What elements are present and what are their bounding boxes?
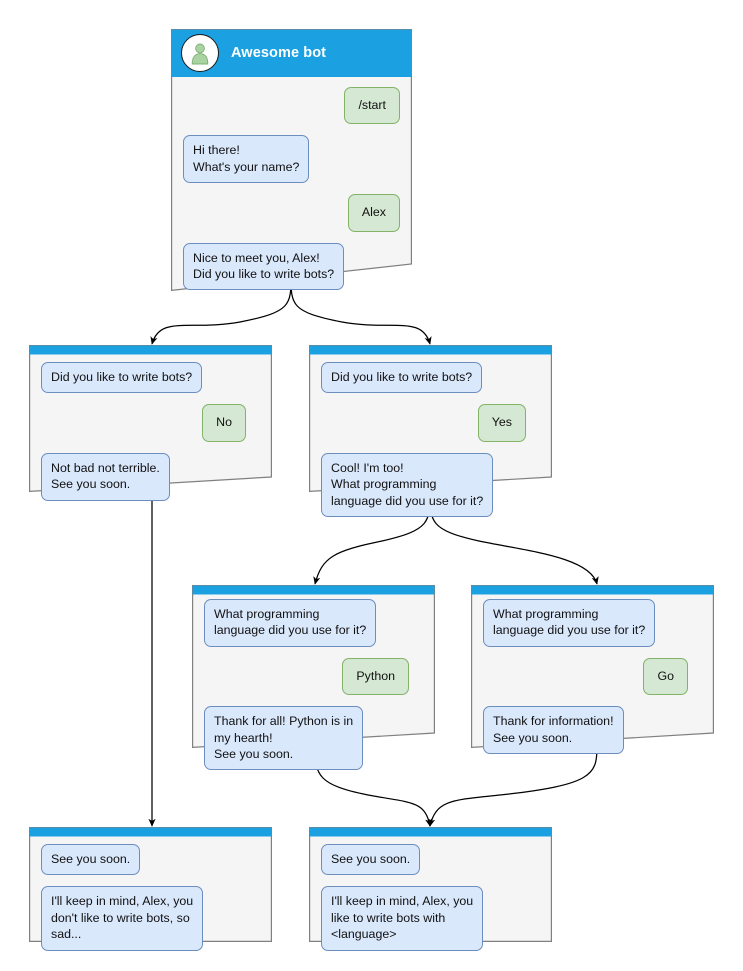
message-row: /start	[183, 87, 400, 125]
bot-message-bubble[interactable]: I'll keep in mind, Alex, you like to wri…	[321, 886, 484, 951]
message-list: Did you like to write bots? No Not bad n…	[29, 354, 272, 501]
node-titlebar	[29, 827, 272, 836]
user-message-bubble[interactable]: Python	[342, 657, 409, 696]
message-row: Yes	[321, 404, 540, 442]
node-titlebar	[471, 585, 714, 594]
card-content: Awesome bot /start Hi there! What's your…	[171, 29, 412, 291]
bot-message-bubble[interactable]: Cool! I'm too! What programming language…	[321, 452, 494, 517]
bot-message-bubble[interactable]: Thank for information! See you soon.	[483, 706, 624, 754]
node-titlebar	[309, 827, 552, 836]
user-message-bubble[interactable]: Alex	[347, 194, 400, 232]
message-row: Go	[483, 657, 702, 696]
node-end-no-bots[interactable]: See you soon. I'll keep in mind, Alex, y…	[29, 827, 272, 951]
bot-titlebar: Awesome bot	[171, 29, 412, 77]
bot-message-bubble[interactable]: Did you like to write bots?	[41, 362, 203, 394]
user-message-bubble[interactable]: Yes	[477, 404, 526, 442]
message-row: Nice to meet you, Alex! Did you like to …	[183, 242, 400, 291]
message-list: /start Hi there! What's your name? Alex …	[171, 77, 412, 291]
node-answer-python[interactable]: What programming language did you use fo…	[192, 585, 435, 771]
message-row: Not bad not terrible. See you soon.	[41, 452, 260, 501]
message-row: Thank for information! See you soon.	[483, 706, 702, 754]
message-row: See you soon.	[41, 844, 260, 876]
message-list: What programming language did you use fo…	[471, 594, 714, 754]
card-content: What programming language did you use fo…	[471, 585, 714, 754]
node-titlebar	[309, 345, 552, 354]
message-row: No	[41, 404, 260, 442]
node-answer-go[interactable]: What programming language did you use fo…	[471, 585, 714, 754]
message-row: Alex	[183, 194, 400, 232]
user-message-bubble[interactable]: Go	[643, 657, 688, 696]
bot-message-bubble[interactable]: What programming language did you use fo…	[483, 599, 656, 647]
node-answer-no[interactable]: Did you like to write bots? No Not bad n…	[29, 345, 272, 501]
message-row: What programming language did you use fo…	[483, 599, 702, 647]
bot-message-bubble[interactable]: What programming language did you use fo…	[204, 599, 377, 647]
message-row: Thank for all! Python is in my hearth! S…	[204, 706, 423, 771]
card-content: See you soon. I'll keep in mind, Alex, y…	[309, 827, 552, 951]
message-row: I'll keep in mind, Alex, you don't like …	[41, 886, 260, 951]
message-row: Hi there! What's your name?	[183, 135, 400, 184]
message-list: See you soon. I'll keep in mind, Alex, y…	[309, 836, 552, 951]
message-row: Did you like to write bots?	[41, 362, 260, 394]
message-row: Python	[204, 657, 423, 696]
bot-message-bubble[interactable]: Thank for all! Python is in my hearth! S…	[204, 706, 364, 771]
card-content: Did you like to write bots? No Not bad n…	[29, 345, 272, 501]
bot-name-label: Awesome bot	[231, 45, 327, 61]
node-titlebar	[29, 345, 272, 354]
bot-message-bubble[interactable]: Nice to meet you, Alex! Did you like to …	[183, 242, 345, 291]
message-list: See you soon. I'll keep in mind, Alex, y…	[29, 836, 272, 951]
card-content: See you soon. I'll keep in mind, Alex, y…	[29, 827, 272, 951]
card-content: Did you like to write bots? Yes Cool! I'…	[309, 345, 552, 517]
bot-message-bubble[interactable]: Hi there! What's your name?	[183, 135, 310, 184]
message-row: See you soon.	[321, 844, 540, 876]
bot-message-bubble[interactable]: Not bad not terrible. See you soon.	[41, 452, 170, 501]
node-answer-yes[interactable]: Did you like to write bots? Yes Cool! I'…	[309, 345, 552, 517]
node-end-likes-bots[interactable]: See you soon. I'll keep in mind, Alex, y…	[309, 827, 552, 951]
message-row: Cool! I'm too! What programming language…	[321, 452, 540, 517]
user-message-bubble[interactable]: No	[202, 404, 246, 442]
message-row: Did you like to write bots?	[321, 362, 540, 394]
user-message-bubble[interactable]: /start	[344, 87, 400, 125]
message-row: What programming language did you use fo…	[204, 599, 423, 647]
node-titlebar	[192, 585, 435, 594]
node-start-conversation[interactable]: Awesome bot /start Hi there! What's your…	[171, 29, 412, 291]
person-avatar-icon	[181, 34, 219, 72]
message-list: What programming language did you use fo…	[192, 594, 435, 771]
edge-go-to-end	[428, 746, 598, 827]
bot-message-bubble[interactable]: See you soon.	[41, 844, 141, 876]
message-list: Did you like to write bots? Yes Cool! I'…	[309, 354, 552, 517]
message-row: I'll keep in mind, Alex, you like to wri…	[321, 886, 540, 951]
bot-message-bubble[interactable]: I'll keep in mind, Alex, you don't like …	[41, 886, 204, 951]
card-content: What programming language did you use fo…	[192, 585, 435, 771]
bot-message-bubble[interactable]: Did you like to write bots?	[321, 362, 483, 394]
bot-message-bubble[interactable]: See you soon.	[321, 844, 421, 876]
